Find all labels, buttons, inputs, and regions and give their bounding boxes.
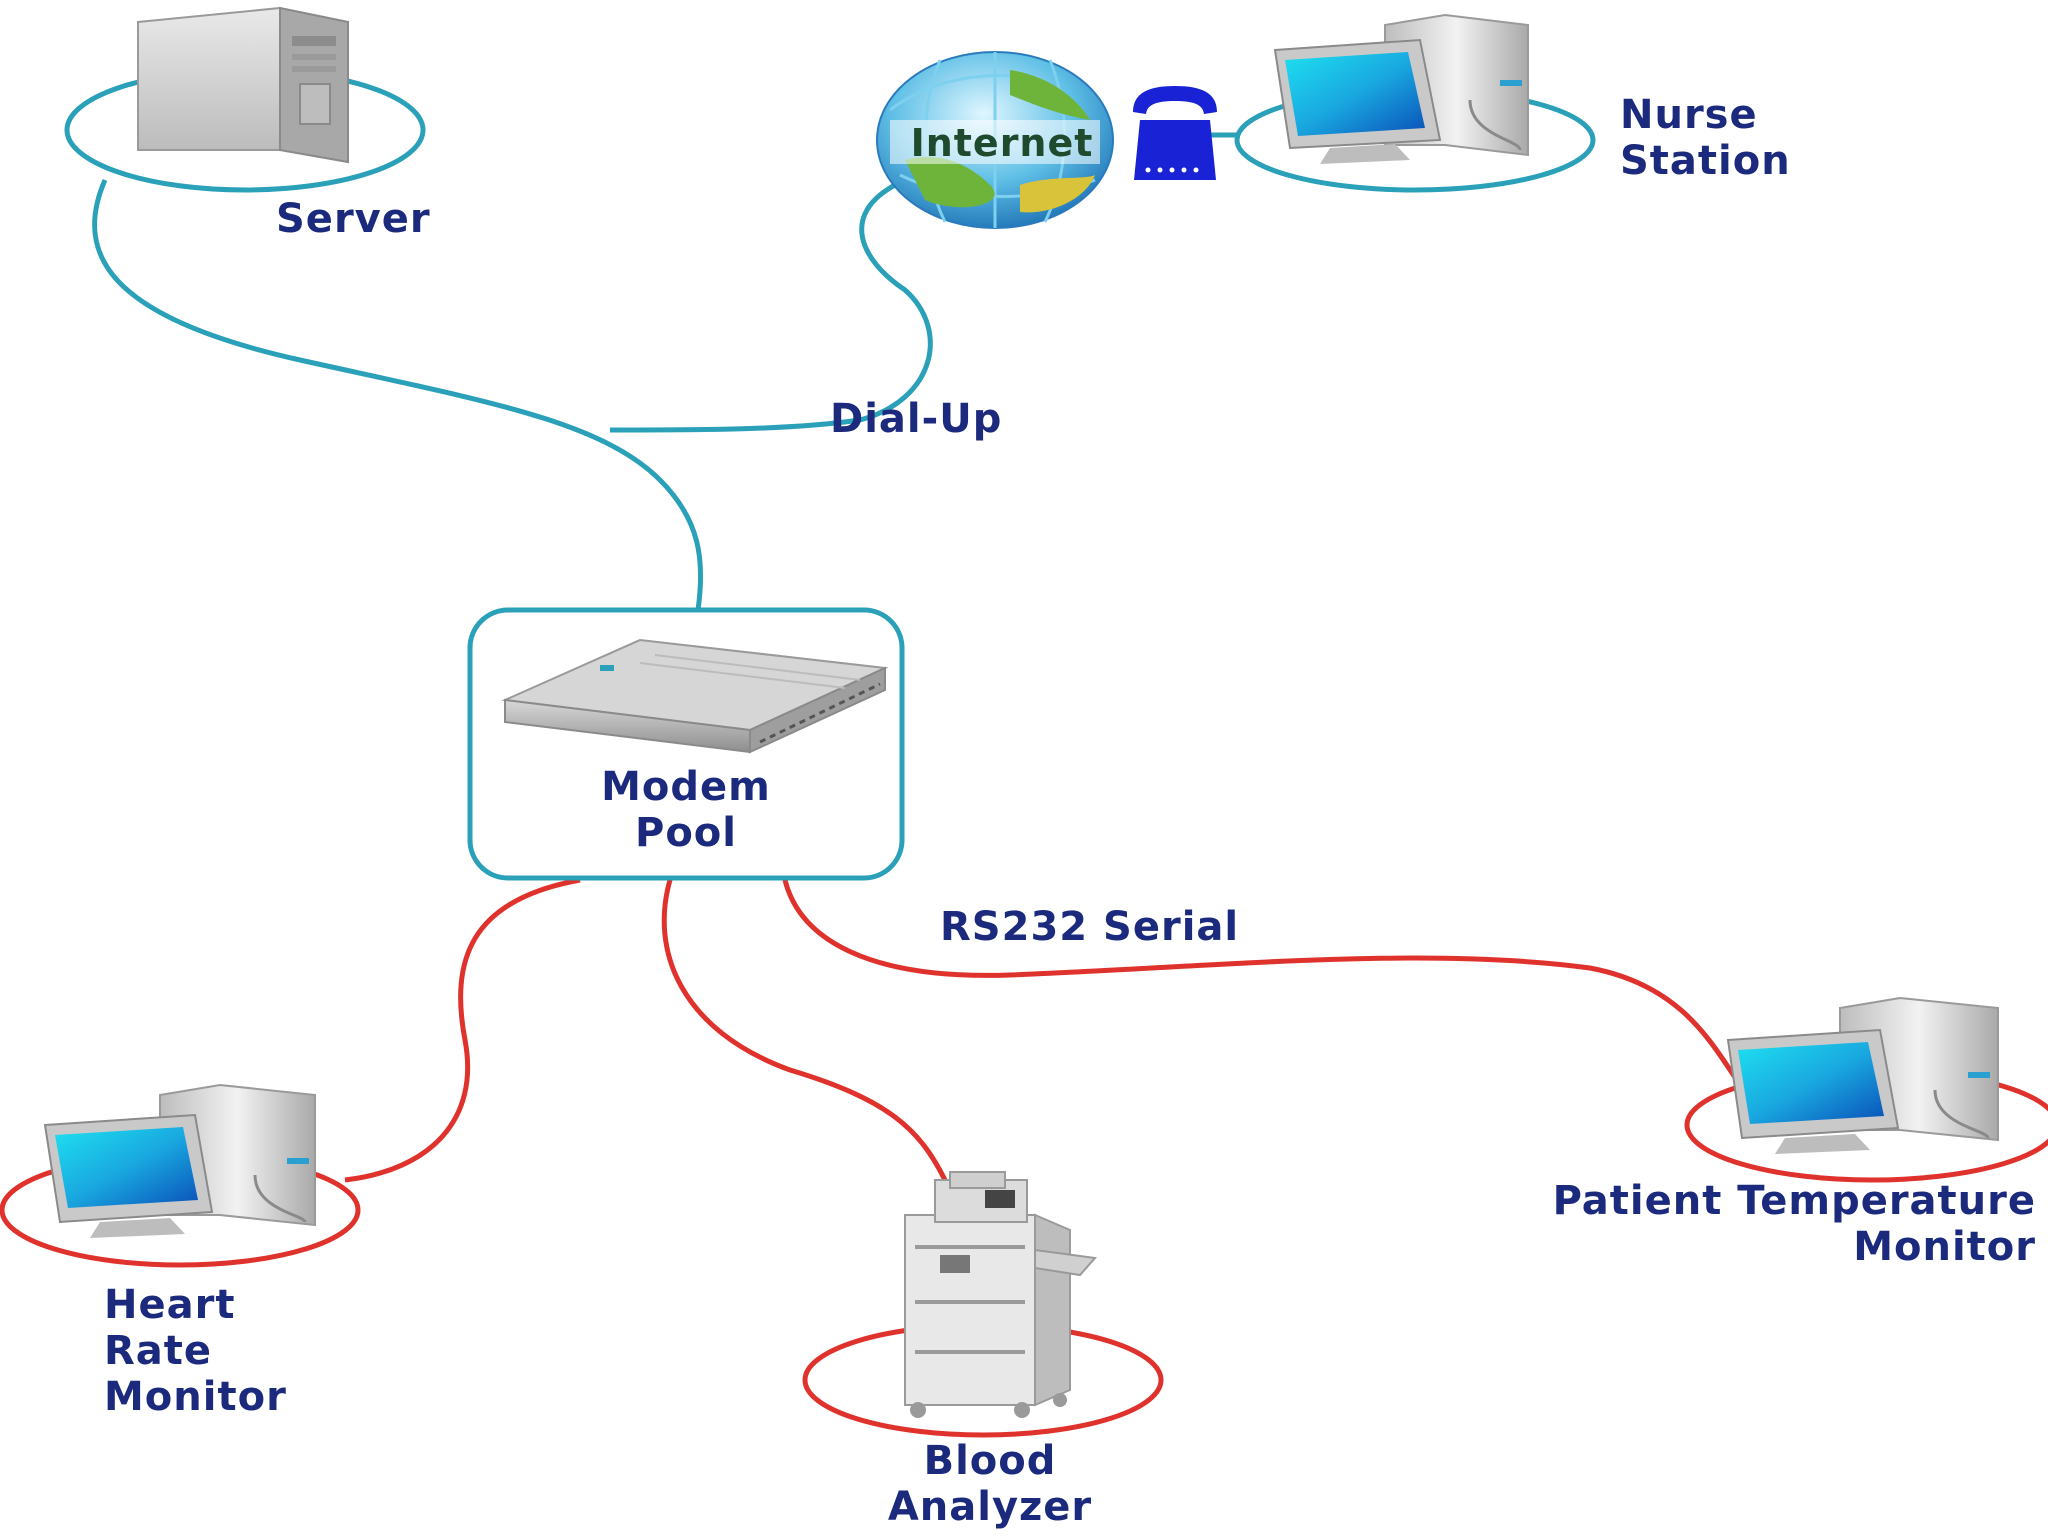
- server-node[interactable]: [64, 6, 426, 193]
- link-modem-pool-to-patient-temperature-monitor: [782, 879, 1743, 1087]
- link-modem-pool-to-heart-rate-monitor: [344, 877, 581, 1183]
- link-modem-pool-to-blood-analyzer: [661, 879, 948, 1182]
- blood-analyzer-node[interactable]: [802, 1171, 1164, 1438]
- modem-pool-node[interactable]: [467, 607, 905, 881]
- server-label: Server: [276, 196, 431, 242]
- heart-rate-monitor-node[interactable]: [0, 1083, 361, 1268]
- lab-analyzer-icon: [904, 1171, 1097, 1418]
- patient-temperature-monitor-label: Patient Temperature Monitor: [1552, 1178, 2036, 1270]
- serial-link-label: RS232 Serial: [940, 904, 1240, 950]
- link-internet-to-dialup-junction: [609, 182, 933, 433]
- blood-analyzer-label: Blood Analyzer: [887, 1438, 1093, 1530]
- desktop-computer-icon: [1273, 13, 1529, 164]
- dialup-link-label: Dial-Up: [830, 396, 1003, 442]
- patient-temperature-monitor-node[interactable]: [1684, 996, 2048, 1183]
- modem-pool-label: Modem Pool: [601, 764, 771, 856]
- serial-links: [344, 877, 1743, 1183]
- link-server-to-modem-pool: [92, 178, 704, 611]
- heart-rate-monitor-label: Heart Rate Monitor: [104, 1282, 287, 1420]
- nurse-station-node[interactable]: [1234, 13, 1596, 193]
- desktop-computer-icon: [43, 1083, 316, 1238]
- desktop-computer-icon: [1726, 996, 1999, 1154]
- nurse-station-label: Nurse Station: [1620, 92, 1791, 184]
- telephone-modem-icon: [1133, 86, 1217, 180]
- globe-icon: Internet: [876, 51, 1114, 229]
- internet-label: Internet: [911, 121, 1094, 165]
- server-icon: [137, 6, 349, 164]
- modem-rack-icon: [501, 638, 889, 754]
- internet-node[interactable]: Internet: [876, 51, 1217, 229]
